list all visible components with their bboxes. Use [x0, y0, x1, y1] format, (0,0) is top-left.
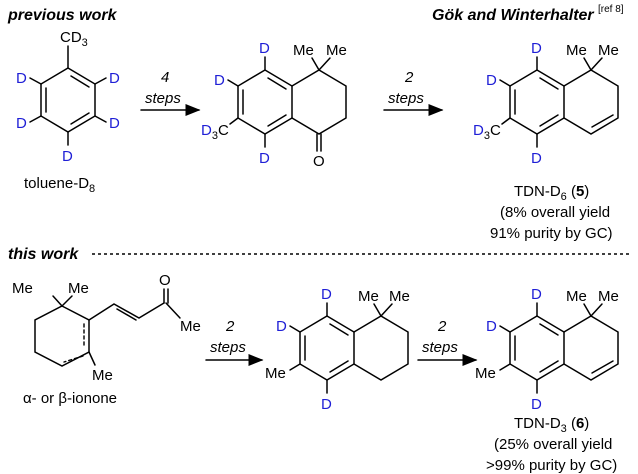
atom-me: Me	[180, 318, 201, 335]
molecule-tetralin-d3: D D D Me Me Me	[265, 286, 410, 413]
atom-me: Me	[389, 288, 410, 305]
label-tdn-d3: TDN-D3 (6)	[514, 415, 589, 435]
atom-d: D	[531, 286, 542, 303]
arrow-2-steps: 2 steps	[383, 69, 444, 116]
atom-d: D	[259, 40, 270, 57]
label-purity: 91% purity by GC)	[490, 225, 613, 242]
atom-d: D	[62, 148, 73, 165]
atom-d: D	[486, 318, 497, 335]
atom-me: Me	[566, 42, 587, 59]
label-ionone: α- or β-ionone	[23, 390, 117, 407]
arrow-2-steps: 2 steps	[205, 318, 264, 366]
atom-me: Me	[12, 280, 33, 297]
atom-cd3-left: D3C	[201, 122, 229, 142]
atom-d: D	[531, 150, 542, 167]
arrow-step-label: steps	[145, 90, 181, 107]
molecule-tetralone-intermediate: D D D D3C Me Me O	[201, 40, 347, 170]
atom-d: D	[16, 70, 27, 87]
arrow-step-count: 2	[437, 318, 447, 335]
atom-o: O	[313, 153, 325, 170]
atom-o: O	[159, 272, 171, 289]
atom-d: D	[259, 150, 270, 167]
atom-me: Me	[326, 42, 347, 59]
molecule-toluene-d8: CD3 D D D D D	[16, 29, 120, 165]
atom-me: Me	[265, 365, 286, 382]
atom-me: Me	[475, 365, 496, 382]
label-tdn-d6: TDN-D6 (5)	[514, 183, 589, 203]
atom-d: D	[531, 396, 542, 413]
label-yield: (25% overall yield	[494, 436, 612, 453]
arrow-step-label: steps	[388, 90, 424, 107]
atom-me: Me	[598, 288, 619, 305]
atom-d: D	[214, 72, 225, 89]
atom-d: D	[16, 115, 27, 132]
atom-cd3-left: D3C	[473, 122, 501, 142]
atom-d: D	[109, 70, 120, 87]
atom-me: Me	[358, 288, 379, 305]
previous-work-header: previous work	[7, 7, 118, 24]
atom-d: D	[321, 396, 332, 413]
arrow-4-steps: 4 steps	[140, 69, 201, 116]
this-work-header: this work	[8, 246, 79, 263]
atom-d: D	[109, 115, 120, 132]
authors-ref: [ref 8]	[598, 4, 624, 15]
atom-d: D	[276, 318, 287, 335]
label-yield: (8% overall yield	[500, 204, 610, 221]
molecule-tdn-d6: D D D D3C Me Me	[473, 40, 619, 167]
molecule-tdn-d3: D D D Me Me Me	[475, 286, 619, 413]
arrow-step-count: 2	[225, 318, 235, 335]
atom-me: Me	[598, 42, 619, 59]
molecule-ionone: Me Me Me O Me	[12, 272, 201, 384]
arrow-step-label: steps	[422, 339, 458, 356]
arrow-2-steps: 2 steps	[417, 318, 478, 366]
arrow-step-count: 4	[161, 69, 169, 86]
caption-tdn-d6: TDN-D6 (5) (8% overall yield 91% purity …	[490, 183, 613, 242]
label-purity: >99% purity by GC)	[486, 457, 617, 474]
atom-d: D	[531, 40, 542, 57]
atom-me: Me	[68, 280, 89, 297]
atom-d: D	[321, 286, 332, 303]
atom-me: Me	[293, 42, 314, 59]
arrow-step-label: steps	[210, 339, 246, 356]
atom-d: D	[486, 72, 497, 89]
atom-me: Me	[566, 288, 587, 305]
arrow-step-count: 2	[404, 69, 414, 86]
authors-header: Gök and Winterhalter [ref 8]	[432, 4, 624, 24]
atom-me: Me	[92, 367, 113, 384]
caption-tdn-d3: TDN-D3 (6) (25% overall yield >99% purit…	[486, 415, 617, 474]
atom-cd3: CD3	[60, 29, 88, 49]
label-toluene: toluene-D8	[24, 175, 95, 195]
authors-text: Gök and Winterhalter	[432, 7, 594, 24]
